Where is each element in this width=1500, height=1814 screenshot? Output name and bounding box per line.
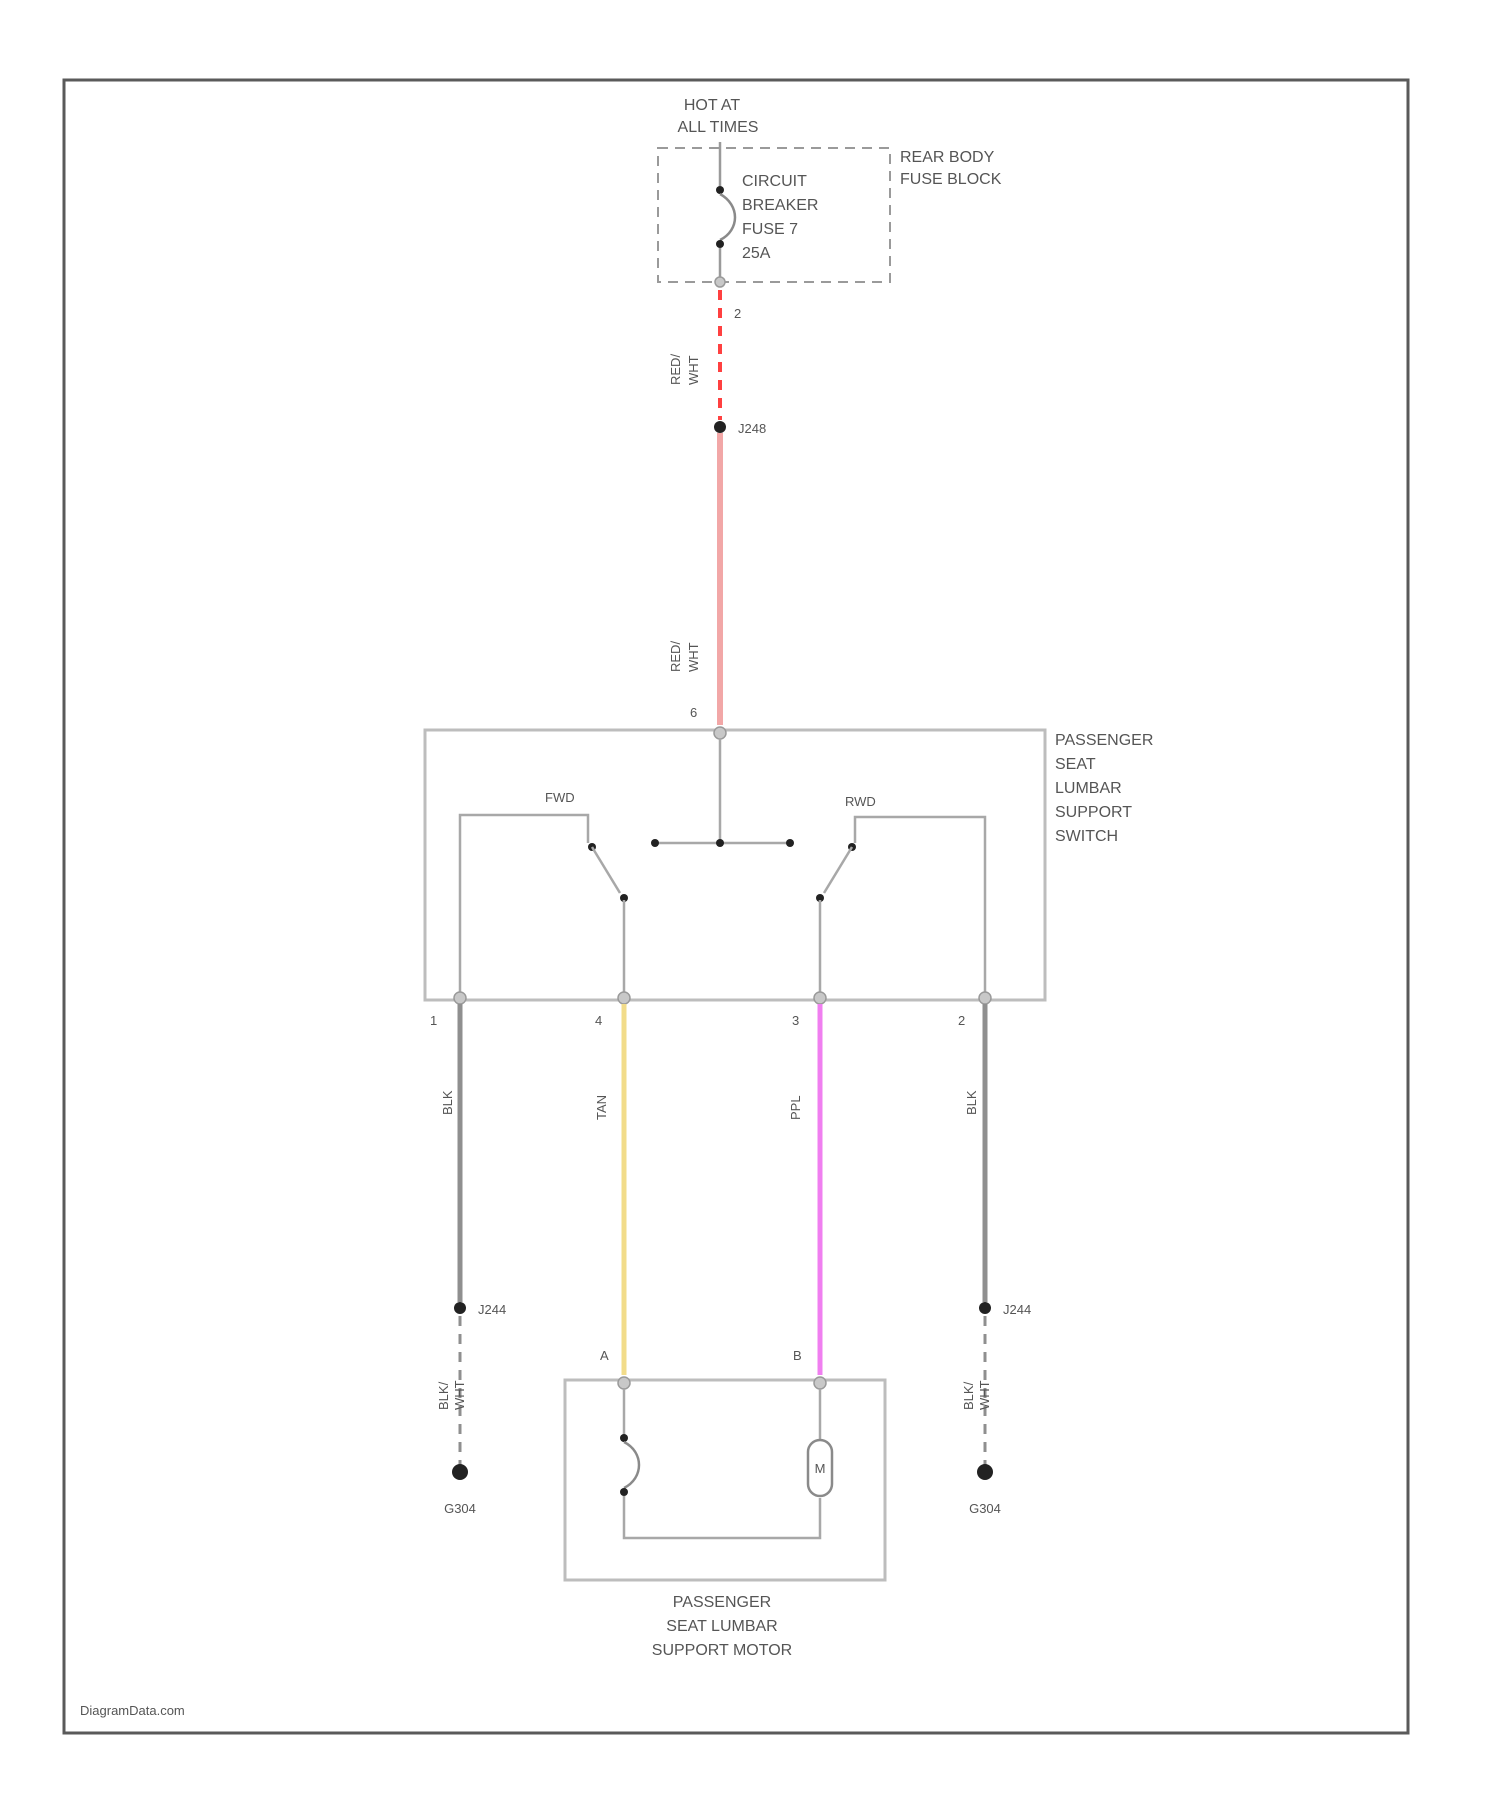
fuse-block	[658, 148, 890, 282]
breaker-label-line1: CIRCUIT	[742, 173, 807, 190]
motor-left-contact-bottom	[620, 1488, 628, 1496]
circuit-breaker-symbol	[720, 194, 735, 240]
tan-wire-label: TAN	[594, 1095, 609, 1120]
switch-fwd-label: FWD	[545, 790, 575, 805]
switch-pin-4	[618, 992, 630, 1004]
feed-wire-upper-label-1: RED/	[668, 354, 683, 385]
fuse-block-label-line2: FUSE BLOCK	[900, 171, 1002, 188]
switch-pin-3	[814, 992, 826, 1004]
fuse-pin-label: 2	[734, 306, 741, 321]
motor-pin-b	[814, 1377, 826, 1389]
feed-wire-lower-label-1: RED/	[668, 641, 683, 672]
feed-wire-upper-label-2: WHT	[686, 355, 701, 385]
fuse-block-label-line1: REAR BODY	[900, 149, 995, 166]
switch-pin-1-label: 1	[430, 1013, 437, 1028]
hot-label-line1: HOT AT	[684, 97, 741, 114]
splice-j244-right	[979, 1302, 991, 1314]
breaker-contact-bottom	[716, 240, 724, 248]
hot-label-line2: ALL TIMES	[678, 119, 759, 136]
splice-j248-label: J248	[738, 421, 766, 436]
switch-pin-2	[979, 992, 991, 1004]
switch-label-line3: LUMBAR	[1055, 780, 1122, 797]
switch-fwd-upper-wire	[460, 815, 588, 995]
right-ground-wire-label: BLK	[964, 1090, 979, 1115]
switch-pin-2-label: 2	[958, 1013, 965, 1028]
switch-rwd-label: RWD	[845, 794, 876, 809]
breaker-label-line2: BREAKER	[742, 197, 818, 214]
splice-j244-left	[454, 1302, 466, 1314]
left-ground-wire-label: BLK	[440, 1090, 455, 1115]
watermark: DiagramData.com	[80, 1703, 185, 1718]
breaker-label-line4: 25A	[742, 245, 771, 262]
motor-pin-b-label: B	[793, 1348, 802, 1363]
ppl-wire-label: PPL	[788, 1095, 803, 1120]
motor-symbol-label: M	[815, 1461, 826, 1476]
switch-rwd-blade	[824, 847, 852, 893]
ground-g304-right-label: G304	[969, 1501, 1001, 1516]
switch-pin-top-label: 6	[690, 705, 697, 720]
motor-pin-a-label: A	[600, 1348, 609, 1363]
switch-pin-1	[454, 992, 466, 1004]
switch-fwd-blade	[592, 847, 620, 893]
fuse-block-pin	[715, 277, 725, 287]
ground-g304-right	[977, 1464, 993, 1480]
lumbar-motor-box	[565, 1380, 885, 1580]
motor-internal-loop	[624, 1496, 820, 1538]
motor-label-line1: PASSENGER	[673, 1594, 771, 1611]
motor-label-line3: SUPPORT MOTOR	[652, 1642, 792, 1659]
motor-pin-a	[618, 1377, 630, 1389]
switch-label-line1: PASSENGER	[1055, 732, 1153, 749]
splice-j248	[714, 421, 726, 433]
breaker-contact-top	[716, 186, 724, 194]
right-ground-lower-label-1: BLK/	[961, 1381, 976, 1410]
switch-common-right-contact	[786, 839, 794, 847]
motor-thermal-breaker-symbol	[624, 1442, 639, 1488]
splice-j244-right-label: J244	[1003, 1302, 1031, 1317]
switch-label-line2: SEAT	[1055, 756, 1096, 773]
switch-label-line4: SUPPORT	[1055, 804, 1132, 821]
switch-common-center	[716, 839, 724, 847]
lumbar-switch-box	[425, 730, 1045, 1000]
diagram-frame	[64, 80, 1408, 1733]
switch-common-left-contact	[651, 839, 659, 847]
ground-g304-left-label: G304	[444, 1501, 476, 1516]
switch-label-line5: SWITCH	[1055, 828, 1118, 845]
motor-left-contact-top	[620, 1434, 628, 1442]
switch-rwd-upper-wire	[855, 817, 985, 995]
left-ground-lower-label-2: WHT	[452, 1380, 467, 1410]
breaker-label-line3: FUSE 7	[742, 221, 798, 238]
motor-label-line2: SEAT LUMBAR	[666, 1618, 777, 1635]
feed-wire-lower-label-2: WHT	[686, 642, 701, 672]
ground-g304-left	[452, 1464, 468, 1480]
switch-pin-top	[714, 727, 726, 739]
switch-pin-4-label: 4	[595, 1013, 602, 1028]
left-ground-lower-label-1: BLK/	[436, 1381, 451, 1410]
splice-j244-left-label: J244	[478, 1302, 506, 1317]
right-ground-lower-label-2: WHT	[977, 1380, 992, 1410]
switch-pin-3-label: 3	[792, 1013, 799, 1028]
